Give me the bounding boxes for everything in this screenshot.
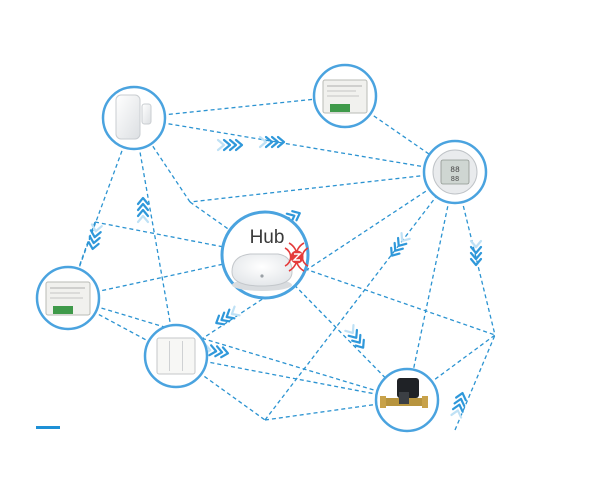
mesh-link [175,171,456,357]
chevron-icon [347,328,359,339]
chevron-icon [469,245,483,255]
mesh-link [189,171,456,203]
chevron-icon [234,138,244,152]
mesh-link [406,171,456,401]
chevron-icon [136,202,150,212]
chevron-icon [90,223,103,233]
mesh-link [264,171,456,421]
signal-arrow [450,391,467,419]
valve-controller-node[interactable] [374,367,440,433]
mesh-link [133,117,456,173]
mesh-link [454,334,496,431]
signal-arrow [469,239,483,267]
mesh-link [94,221,266,256]
signal-arrow [390,232,411,257]
signal-arrow [344,324,365,349]
chevron-icon [220,311,231,323]
chevron-icon [136,214,150,224]
chevron-icon [216,138,226,152]
signal-arrow [258,135,286,149]
chevron-icon [469,239,483,249]
chevron-icon [291,210,301,222]
chevron-icon [258,135,268,149]
chevron-icon [215,314,226,326]
chevron-icon [89,229,102,239]
chevron-icon [230,305,241,317]
chevron-icon [228,138,238,152]
signal-arrow [216,138,244,152]
mesh-link [175,355,266,421]
switch-module-left-node[interactable] [35,265,101,331]
mesh-link [264,254,496,336]
mesh-link [133,117,177,357]
chevron-icon [453,397,466,408]
chevron-icon [88,235,101,245]
hub-label: Hub [250,227,285,248]
switch-module-icon [322,79,368,114]
svg-text:88: 88 [451,176,459,184]
chevron-icon [136,208,150,218]
chevron-icon [354,338,365,349]
accent-bar [36,426,60,429]
hub-node[interactable]: Hub [220,210,310,300]
chevron-icon [136,196,150,206]
hub-icon [231,253,293,291]
mesh-link [67,297,408,401]
mesh-link [189,201,266,256]
switch-module-top-node[interactable] [312,63,378,129]
chevron-icon [264,135,274,149]
chevron-icon [220,346,230,359]
chevron-icon [450,409,463,419]
signal-arrow [215,305,241,326]
chevron-icon [390,246,401,257]
chevron-icon [344,324,355,334]
chevron-icon [455,391,467,402]
chevron-icon [469,257,483,267]
wall-switch-icon [156,337,196,375]
chevron-icon [351,333,362,344]
chevron-icon [270,135,280,149]
signal-arrow [136,196,150,224]
wall-switch-node[interactable] [143,323,209,389]
chevron-icon [396,236,408,247]
chevron-icon [222,138,232,152]
chevron-icon [400,232,411,242]
chevron-icon [87,241,100,251]
chevron-icon [469,251,483,261]
chevron-icon [208,344,218,357]
door-sensor-icon [115,94,152,140]
mesh-link [264,254,408,401]
switch-module-icon [45,281,91,316]
mesh-link [406,334,496,401]
chevron-icon [225,308,236,320]
chevron-icon [451,403,464,413]
thermometer-display-icon: 88 88 [432,149,478,195]
mesh-link [175,355,408,401]
chevron-icon [214,345,224,358]
temp-humidity-sensor-node[interactable]: 88 88 [422,139,488,205]
signal-arrow [87,223,103,251]
svg-text:88: 88 [450,166,460,175]
valve-controller-icon [380,378,428,408]
door-sensor-node[interactable] [101,85,167,151]
chevron-icon [393,241,404,252]
chevron-icon [276,135,286,149]
mesh-link [133,95,346,119]
zigbee-signal-icon [284,242,309,272]
